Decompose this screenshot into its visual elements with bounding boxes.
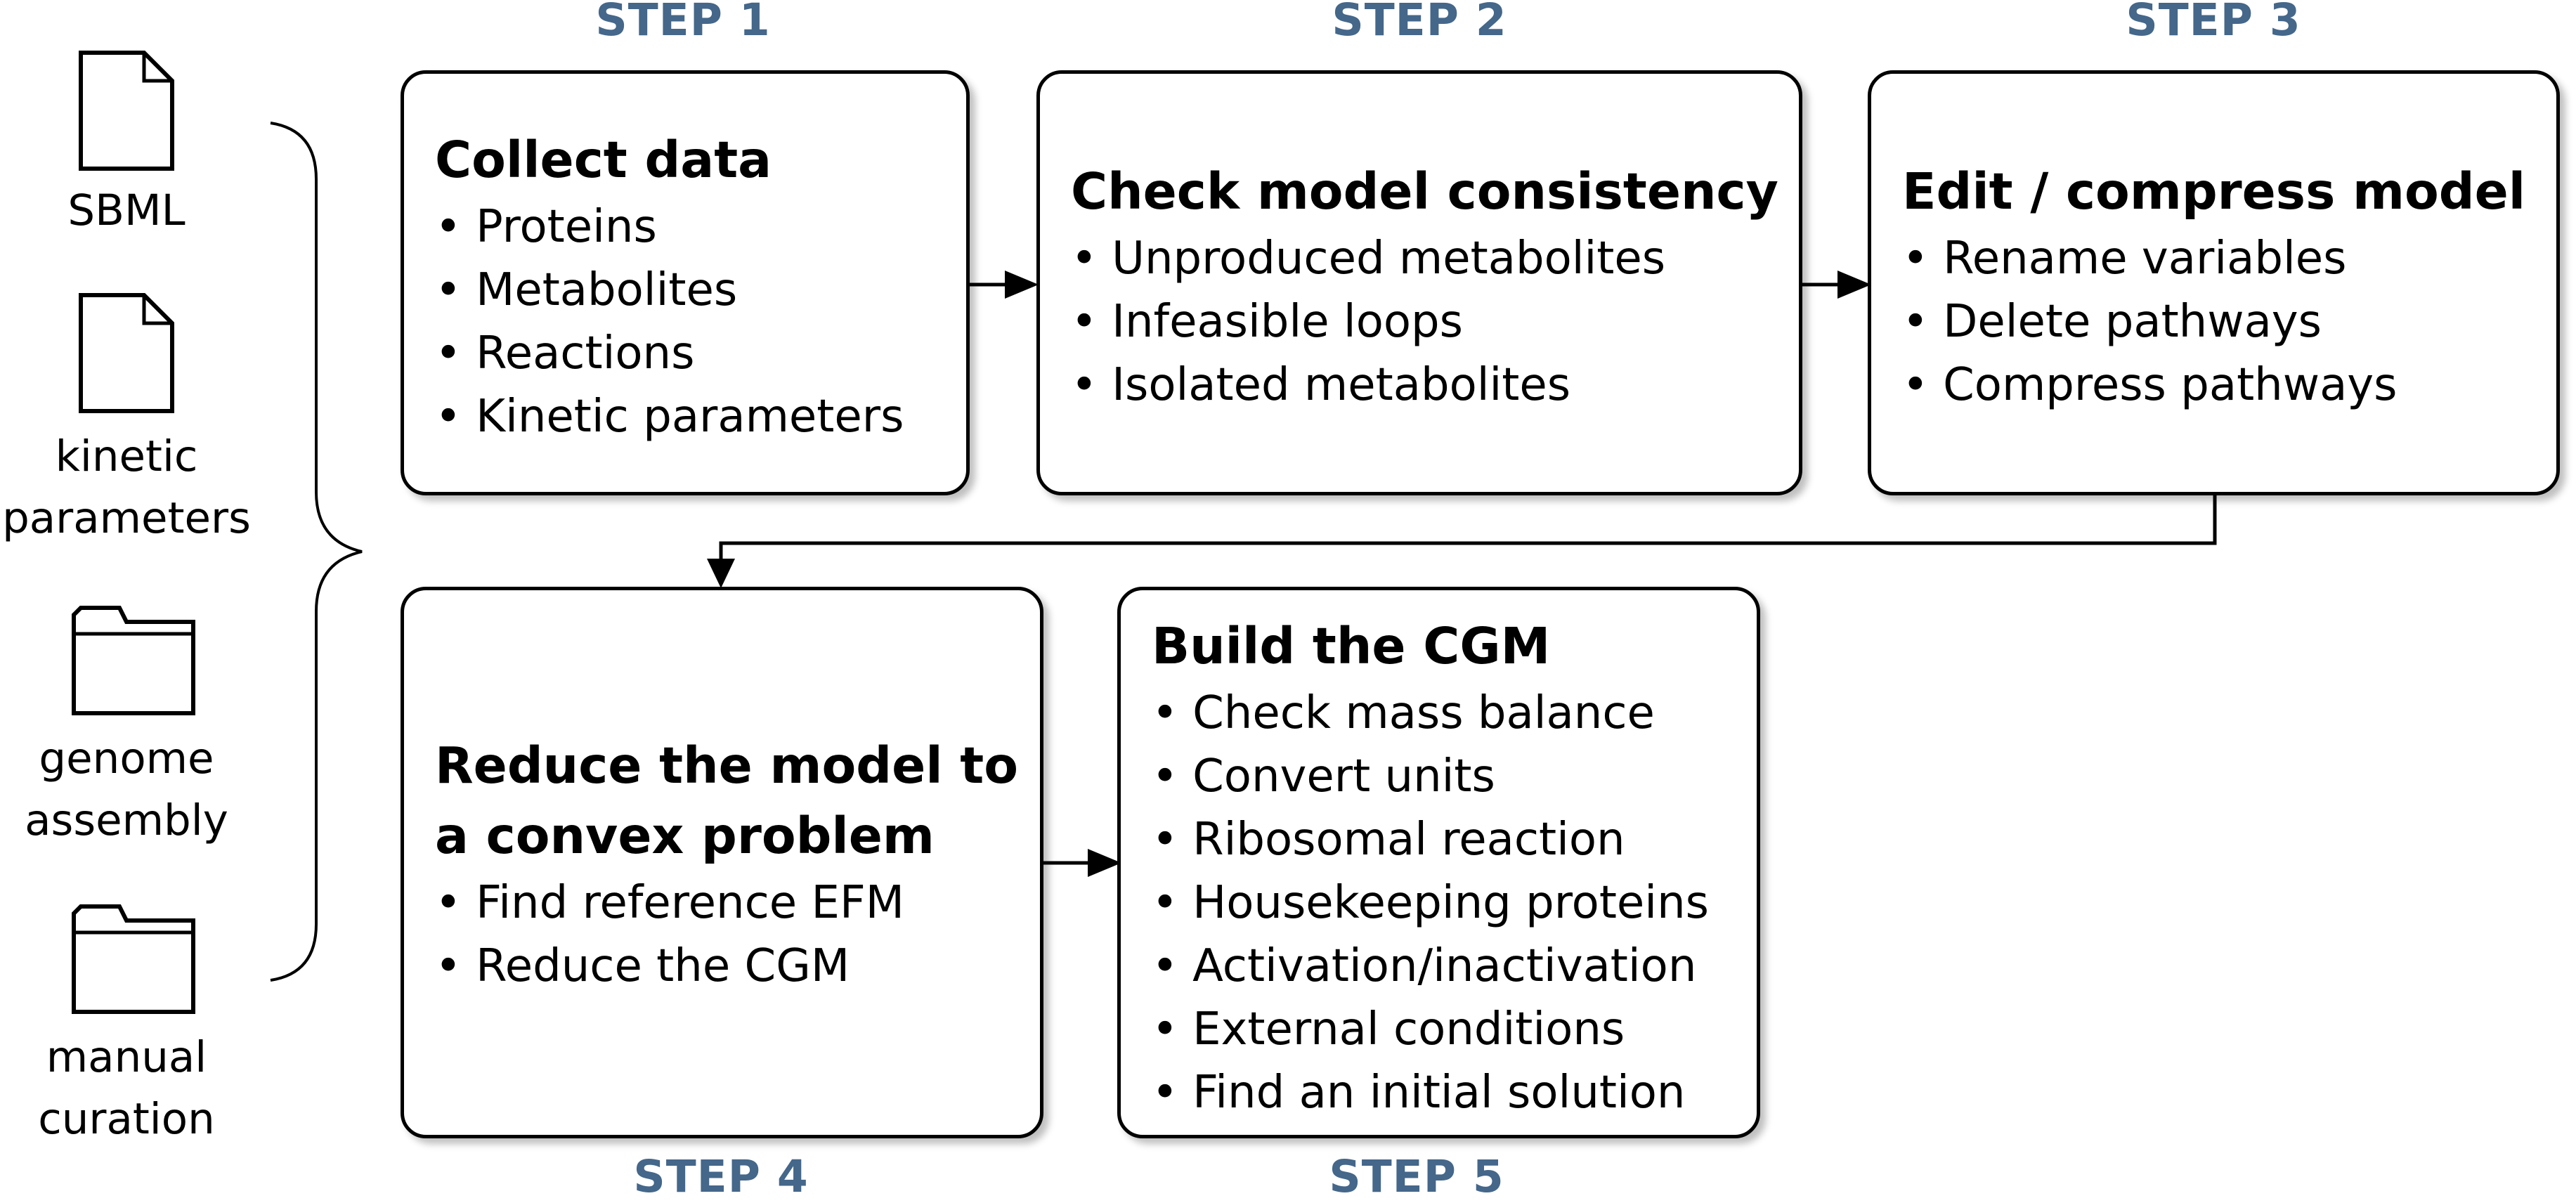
step-5-box: Build the CGM Check mass balance Convert… [1117, 587, 1760, 1138]
step-1-title: Collect data [435, 131, 772, 189]
step-3-label: STEP 3 [2126, 0, 2301, 46]
list-item: External conditions [1152, 998, 1743, 1061]
step-1-label: STEP 1 [595, 0, 771, 46]
folder-icon [70, 903, 197, 1018]
list-item: Ribosomal reaction [1152, 808, 1743, 871]
list-item: Reactions [435, 322, 952, 385]
step-4-label: STEP 4 [633, 1151, 809, 1202]
source-label-sbml: SBML [67, 186, 186, 235]
step-2-label: STEP 2 [1332, 0, 1507, 46]
step-5-label: STEP 5 [1329, 1151, 1504, 1202]
step-4-title: Reduce the model to a convex problem [435, 736, 1019, 865]
file-icon [77, 292, 176, 417]
list-item: Isolated metabolites [1071, 353, 1785, 417]
arrowhead-step3-step4 [707, 559, 735, 588]
file-icon [77, 49, 176, 175]
source-label-genome-assembly: genome assembly [25, 734, 228, 845]
list-item: Reduce the CGM [435, 935, 1026, 998]
step-4-list: Find reference EFM Reduce the CGM [435, 871, 1026, 998]
list-item: Convert units [1152, 745, 1743, 808]
step-1-box: Collect data Proteins Metabolites Reacti… [401, 70, 970, 495]
arrowhead-step4-step5 [1088, 849, 1121, 877]
step-1-list: Proteins Metabolites Reactions Kinetic p… [435, 195, 952, 448]
step-5-list: Check mass balance Convert units Ribosom… [1152, 682, 1743, 1124]
step-3-list: Rename variables Delete pathways Compres… [1902, 227, 2542, 417]
source-label-kinetic-parameters: kinetic parameters [2, 431, 251, 543]
list-item: Metabolites [435, 259, 952, 322]
list-item: Find reference EFM [435, 871, 1026, 935]
list-item: Rename variables [1902, 227, 2542, 290]
step-3-title: Edit / compress model [1902, 162, 2526, 221]
step-4-box: Reduce the model to a convex problem Fin… [401, 587, 1043, 1138]
list-item: Unproduced metabolites [1071, 227, 1785, 290]
list-item: Check mass balance [1152, 682, 1743, 745]
list-item: Compress pathways [1902, 353, 2542, 417]
list-item: Proteins [435, 195, 952, 259]
list-item: Kinetic parameters [435, 385, 952, 448]
arrow-step3-step4 [719, 495, 2217, 562]
step-2-title: Check model consistency [1071, 162, 1778, 221]
list-item: Housekeeping proteins [1152, 871, 1743, 935]
list-item: Activation/inactivation [1152, 935, 1743, 998]
step-2-list: Unproduced metabolites Infeasible loops … [1071, 227, 1785, 417]
arrowhead-step2-step3 [1837, 271, 1871, 299]
step-2-box: Check model consistency Unproduced metab… [1036, 70, 1802, 495]
source-label-manual-curation: manual curation [38, 1032, 215, 1144]
step-5-title: Build the CGM [1152, 617, 1551, 675]
step-3-box: Edit / compress model Rename variables D… [1868, 70, 2560, 495]
folder-icon [70, 604, 197, 720]
list-item: Find an initial solution [1152, 1061, 1743, 1124]
list-item: Delete pathways [1902, 290, 2542, 353]
source-brace [270, 122, 363, 982]
list-item: Infeasible loops [1071, 290, 1785, 353]
arrowhead-step1-step2 [1005, 271, 1039, 299]
